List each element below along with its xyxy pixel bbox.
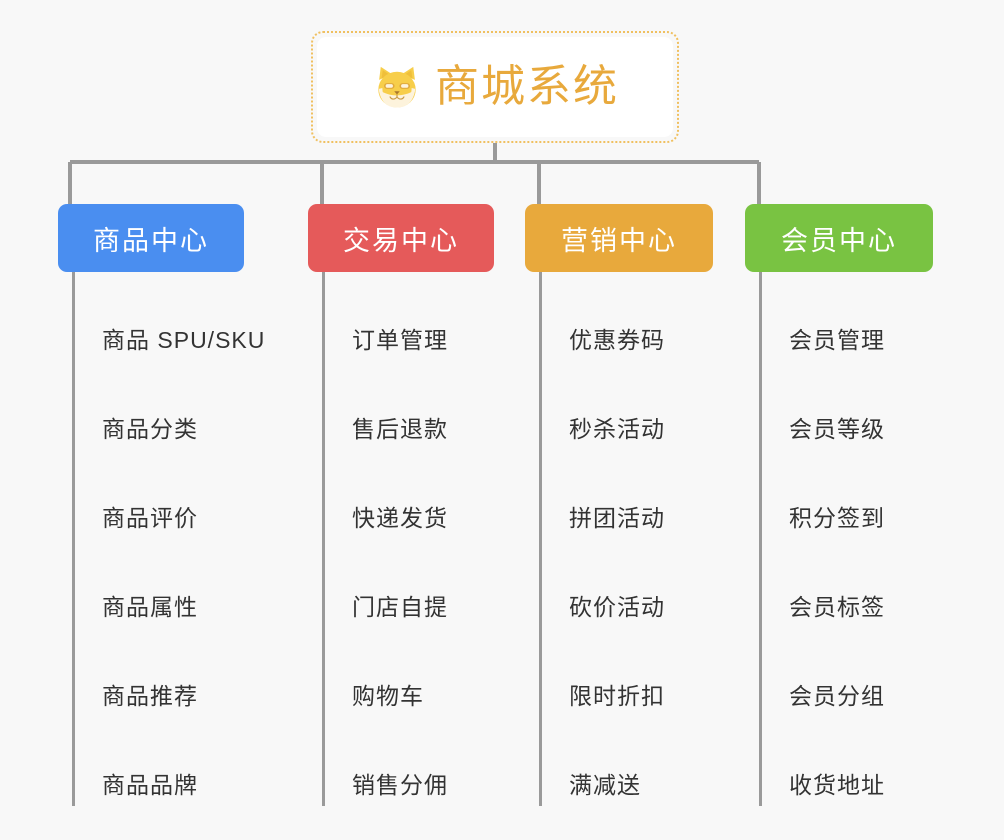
- column-4: 会员中心会员管理会员等级积分签到会员标签会员分组收货地址: [745, 204, 933, 806]
- leaf-label: 快递发货: [352, 505, 448, 532]
- leaf-label: 满减送: [569, 772, 641, 799]
- shiba-dog-emoji: [378, 66, 416, 108]
- leaf-label: 积分签到: [789, 505, 885, 532]
- leaf-item[interactable]: 商品评价: [58, 450, 244, 539]
- leaf-label: 销售分佣: [352, 772, 448, 799]
- leaf-label: 会员标签: [789, 594, 885, 621]
- column-1: 商品中心商品 SPU/SKU 商品分类商品评价商品属性商品推荐商品品牌: [58, 204, 264, 806]
- leaf-list: 订单管理售后退款快递发货门店自提购物车销售分佣: [308, 272, 494, 806]
- root-card: 商城系统: [317, 37, 673, 137]
- leaf-label: 门店自提: [352, 594, 448, 621]
- leaf-label: 砍价活动: [569, 594, 665, 621]
- category-header[interactable]: 营销中心: [525, 204, 713, 272]
- leaf-list: 优惠券码秒杀活动拼团活动砍价活动限时折扣满减送: [525, 272, 713, 806]
- column-2: 交易中心订单管理售后退款快递发货门店自提购物车销售分佣: [308, 204, 494, 806]
- leaf-item[interactable]: 商品 SPU/SKU: [58, 272, 264, 361]
- leaf-item[interactable]: 会员等级: [745, 361, 933, 450]
- branch-trunk-line: [72, 272, 75, 806]
- category-header[interactable]: 会员中心: [745, 204, 933, 272]
- leaf-item[interactable]: 会员标签: [745, 539, 933, 628]
- leaf-label: 商品分类: [102, 416, 198, 443]
- leaf-label: 售后退款: [352, 416, 448, 443]
- leaf-item[interactable]: 销售分佣: [308, 717, 494, 806]
- leaf-item[interactable]: 商品分类: [58, 361, 244, 450]
- leaf-item[interactable]: 商品推荐: [58, 628, 244, 717]
- leaf-label: 优惠券码: [569, 327, 665, 354]
- branch-trunk-line: [759, 272, 762, 806]
- leaf-item[interactable]: 商品品牌: [58, 717, 244, 806]
- leaf-list: 会员管理会员等级积分签到会员标签会员分组收货地址: [745, 272, 933, 806]
- category-header[interactable]: 交易中心: [308, 204, 494, 272]
- leaf-item[interactable]: 快递发货: [308, 450, 494, 539]
- leaf-label: 秒杀活动: [569, 416, 665, 443]
- leaf-item[interactable]: 购物车: [308, 628, 494, 717]
- leaf-item[interactable]: 售后退款: [308, 361, 494, 450]
- leaf-item[interactable]: 会员分组: [745, 628, 933, 717]
- leaf-label: 会员管理: [789, 327, 885, 354]
- leaf-item[interactable]: 限时折扣: [525, 628, 713, 717]
- leaf-item[interactable]: 积分签到: [745, 450, 933, 539]
- leaf-list: 商品 SPU/SKU 商品分类商品评价商品属性商品推荐商品品牌: [58, 272, 264, 806]
- leaf-label: 商品属性: [102, 594, 198, 621]
- leaf-label: 订单管理: [352, 327, 448, 354]
- branch-trunk-line: [322, 272, 325, 806]
- leaf-item[interactable]: 门店自提: [308, 539, 494, 628]
- leaf-label: 商品评价: [102, 505, 198, 532]
- leaf-label: 收货地址: [789, 772, 885, 799]
- leaf-label: 会员分组: [789, 683, 885, 710]
- leaf-item[interactable]: 秒杀活动: [525, 361, 713, 450]
- leaf-label: 商品推荐: [102, 683, 198, 710]
- leaf-item[interactable]: 满减送: [525, 717, 713, 806]
- leaf-label: 商品品牌: [102, 772, 198, 799]
- root-title: 商城系统: [435, 62, 619, 111]
- column-3: 营销中心优惠券码秒杀活动拼团活动砍价活动限时折扣满减送: [525, 204, 713, 806]
- leaf-item[interactable]: 会员管理: [745, 272, 933, 361]
- leaf-label: 拼团活动: [569, 505, 665, 532]
- leaf-item[interactable]: 收货地址: [745, 717, 933, 806]
- branch-trunk-line: [539, 272, 542, 806]
- leaf-item[interactable]: 商品属性: [58, 539, 244, 628]
- leaf-label: 商品 SPU/SKU: [102, 327, 266, 354]
- leaf-item[interactable]: 订单管理: [308, 272, 494, 361]
- category-header[interactable]: 商品中心: [58, 204, 244, 272]
- leaf-label: 限时折扣: [569, 683, 665, 710]
- root-node[interactable]: 商城系统: [311, 31, 679, 143]
- leaf-label: 购物车: [352, 683, 424, 710]
- leaf-item[interactable]: 拼团活动: [525, 450, 713, 539]
- leaf-label: 会员等级: [789, 416, 885, 443]
- leaf-item[interactable]: 优惠券码: [525, 272, 713, 361]
- leaf-item[interactable]: 砍价活动: [525, 539, 713, 628]
